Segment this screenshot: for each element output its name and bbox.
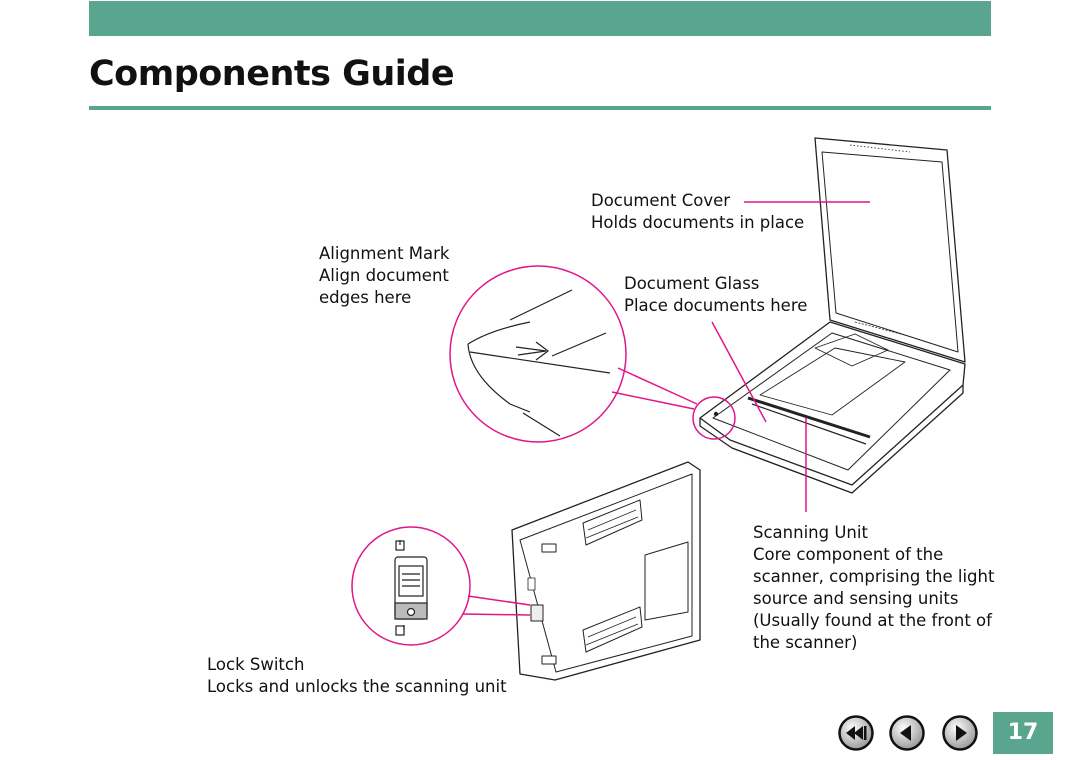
alignment-mark-description-line: edges here <box>319 288 412 307</box>
document-cover-description: Holds documents in place <box>591 213 805 232</box>
lock-switch-callout: Lock Switch Locks and unlocks the scanni… <box>207 654 507 698</box>
page-title: Components Guide <box>89 54 455 94</box>
scanning-unit-label: Scanning Unit <box>753 523 868 542</box>
alignment-mark-magnifier <box>449 265 627 443</box>
page-number: 17 <box>993 712 1053 754</box>
alignment-arrow-icon <box>515 341 549 361</box>
scanning-unit-description-line: the scanner) <box>753 633 858 652</box>
lock-switch-description: Locks and unlocks the scanning unit <box>207 677 507 696</box>
scanning-unit-description-line: Core component of the <box>753 545 944 564</box>
lock-switch-illustration <box>530 604 544 622</box>
alignment-mark-description-line: Align document <box>319 266 449 285</box>
document-cover-label: Document Cover <box>591 191 731 210</box>
right-arrow-icon <box>956 725 967 741</box>
scanning-unit-description-line: source and sensing units <box>753 589 959 608</box>
document-glass-description: Place documents here <box>624 296 808 315</box>
document-cover-callout: Document Cover Holds documents in place <box>591 190 804 234</box>
document-glass-illustration <box>759 347 906 416</box>
left-arrow-icon <box>900 725 911 741</box>
scanning-unit-description-line: (Usually found at the front of <box>753 611 992 630</box>
header-bar <box>89 1 991 36</box>
document-cover-illustration <box>814 137 966 363</box>
next-page-button[interactable] <box>942 715 978 751</box>
scanning-unit-callout: Scanning Unit Core component of the scan… <box>753 522 994 654</box>
document-glass-label: Document Glass <box>624 274 760 293</box>
first-page-button[interactable] <box>838 715 874 751</box>
scanner-bottom-illustration <box>511 461 701 681</box>
double-left-arrow-icon <box>846 726 867 740</box>
scanner-top-illustration <box>699 137 966 494</box>
alignment-mark-focus-circle <box>692 396 736 440</box>
alignment-mark-callout: Alignment Mark Align document edges here <box>319 243 449 309</box>
previous-page-button[interactable] <box>889 715 925 751</box>
alignment-mark-label: Alignment Mark <box>319 244 450 263</box>
scanning-unit-illustration <box>751 403 867 445</box>
document-glass-callout: Document Glass Place documents here <box>624 273 807 317</box>
lock-switch-magnifier <box>351 526 471 646</box>
lock-switch-label: Lock Switch <box>207 655 305 674</box>
scanning-unit-description-line: scanner, comprising the light <box>753 567 995 586</box>
title-divider <box>89 106 991 110</box>
document-glass-leader <box>711 321 767 423</box>
